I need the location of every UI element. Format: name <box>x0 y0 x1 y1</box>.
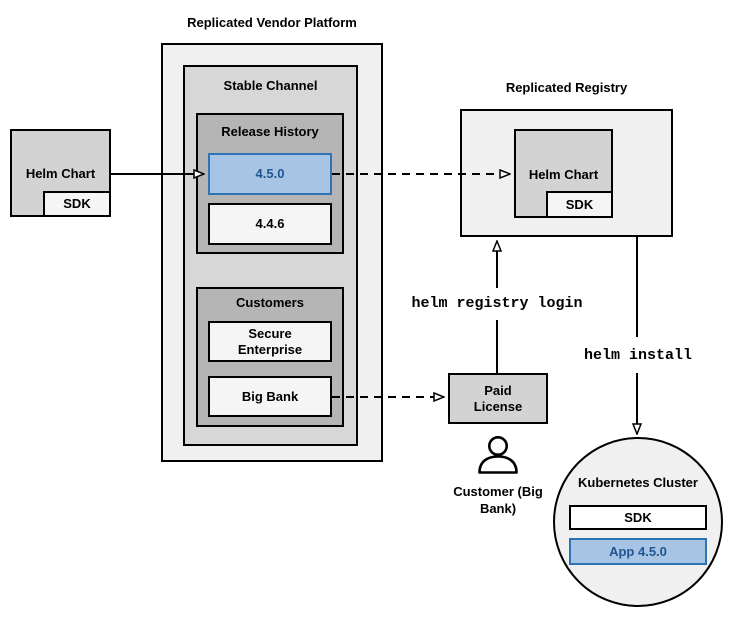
helm-registry-login-command: helm registry login <box>411 295 583 312</box>
registry-helm-chart-label: Helm Chart <box>528 167 599 182</box>
release-item-4-4-6: 4.4.6 <box>208 203 332 245</box>
stable-channel-label: Stable Channel <box>223 78 318 93</box>
cluster-app-box: App 4.5.0 <box>569 538 707 565</box>
kubernetes-cluster-label: Kubernetes Cluster <box>578 475 698 490</box>
registry-sdk-box: SDK <box>546 191 613 218</box>
platform-title: Replicated Vendor Platform <box>187 15 357 30</box>
person-icon <box>478 435 518 474</box>
helm-install-command: helm install <box>583 347 693 364</box>
source-sdk-box: SDK <box>43 191 111 217</box>
source-helm-chart-label: Helm Chart <box>25 166 96 181</box>
cluster-sdk-box: SDK <box>569 505 707 530</box>
release-history-label: Release History <box>221 124 319 139</box>
customers-label: Customers <box>236 295 304 310</box>
registry-title: Replicated Registry <box>505 80 628 95</box>
customer-item-big-bank: Big Bank <box>208 376 332 417</box>
customer-caption: Customer (Big Bank) <box>453 484 543 516</box>
release-item-4-5-0: 4.5.0 <box>208 153 332 195</box>
paid-license-box: Paid License <box>448 373 548 424</box>
customer-item-secure-enterprise: Secure Enterprise <box>208 321 332 362</box>
